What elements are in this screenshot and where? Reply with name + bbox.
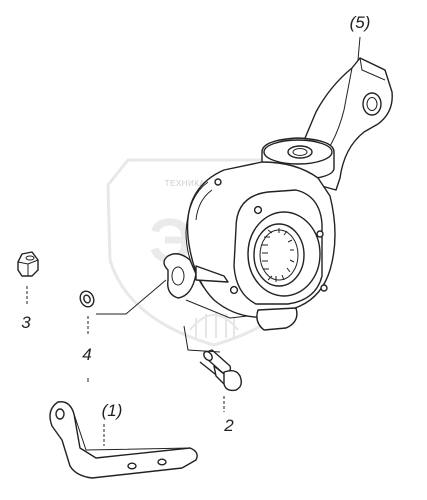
slack-adjuster-part (163, 57, 393, 331)
watermark-wheat-icon (189, 312, 239, 338)
leader-adjuster (357, 36, 361, 61)
washer-part (79, 290, 95, 308)
nut-part (17, 251, 39, 277)
bolt-part (199, 349, 243, 392)
leader-lines (26, 36, 361, 446)
callout-nut: 3 (21, 313, 31, 332)
leader-bolt-link (183, 325, 221, 353)
leader-washer-to-ring (96, 279, 167, 315)
callout-bracket: (1) (102, 401, 123, 420)
callout-adjuster: (5) (350, 13, 371, 32)
callout-bolt: 2 (223, 416, 234, 435)
bracket-part (49, 401, 198, 479)
callout-washer: 4 (82, 345, 91, 364)
arm-hole (362, 92, 382, 116)
adjuster-spline (259, 228, 299, 282)
adjuster-lower-tab (256, 307, 298, 331)
